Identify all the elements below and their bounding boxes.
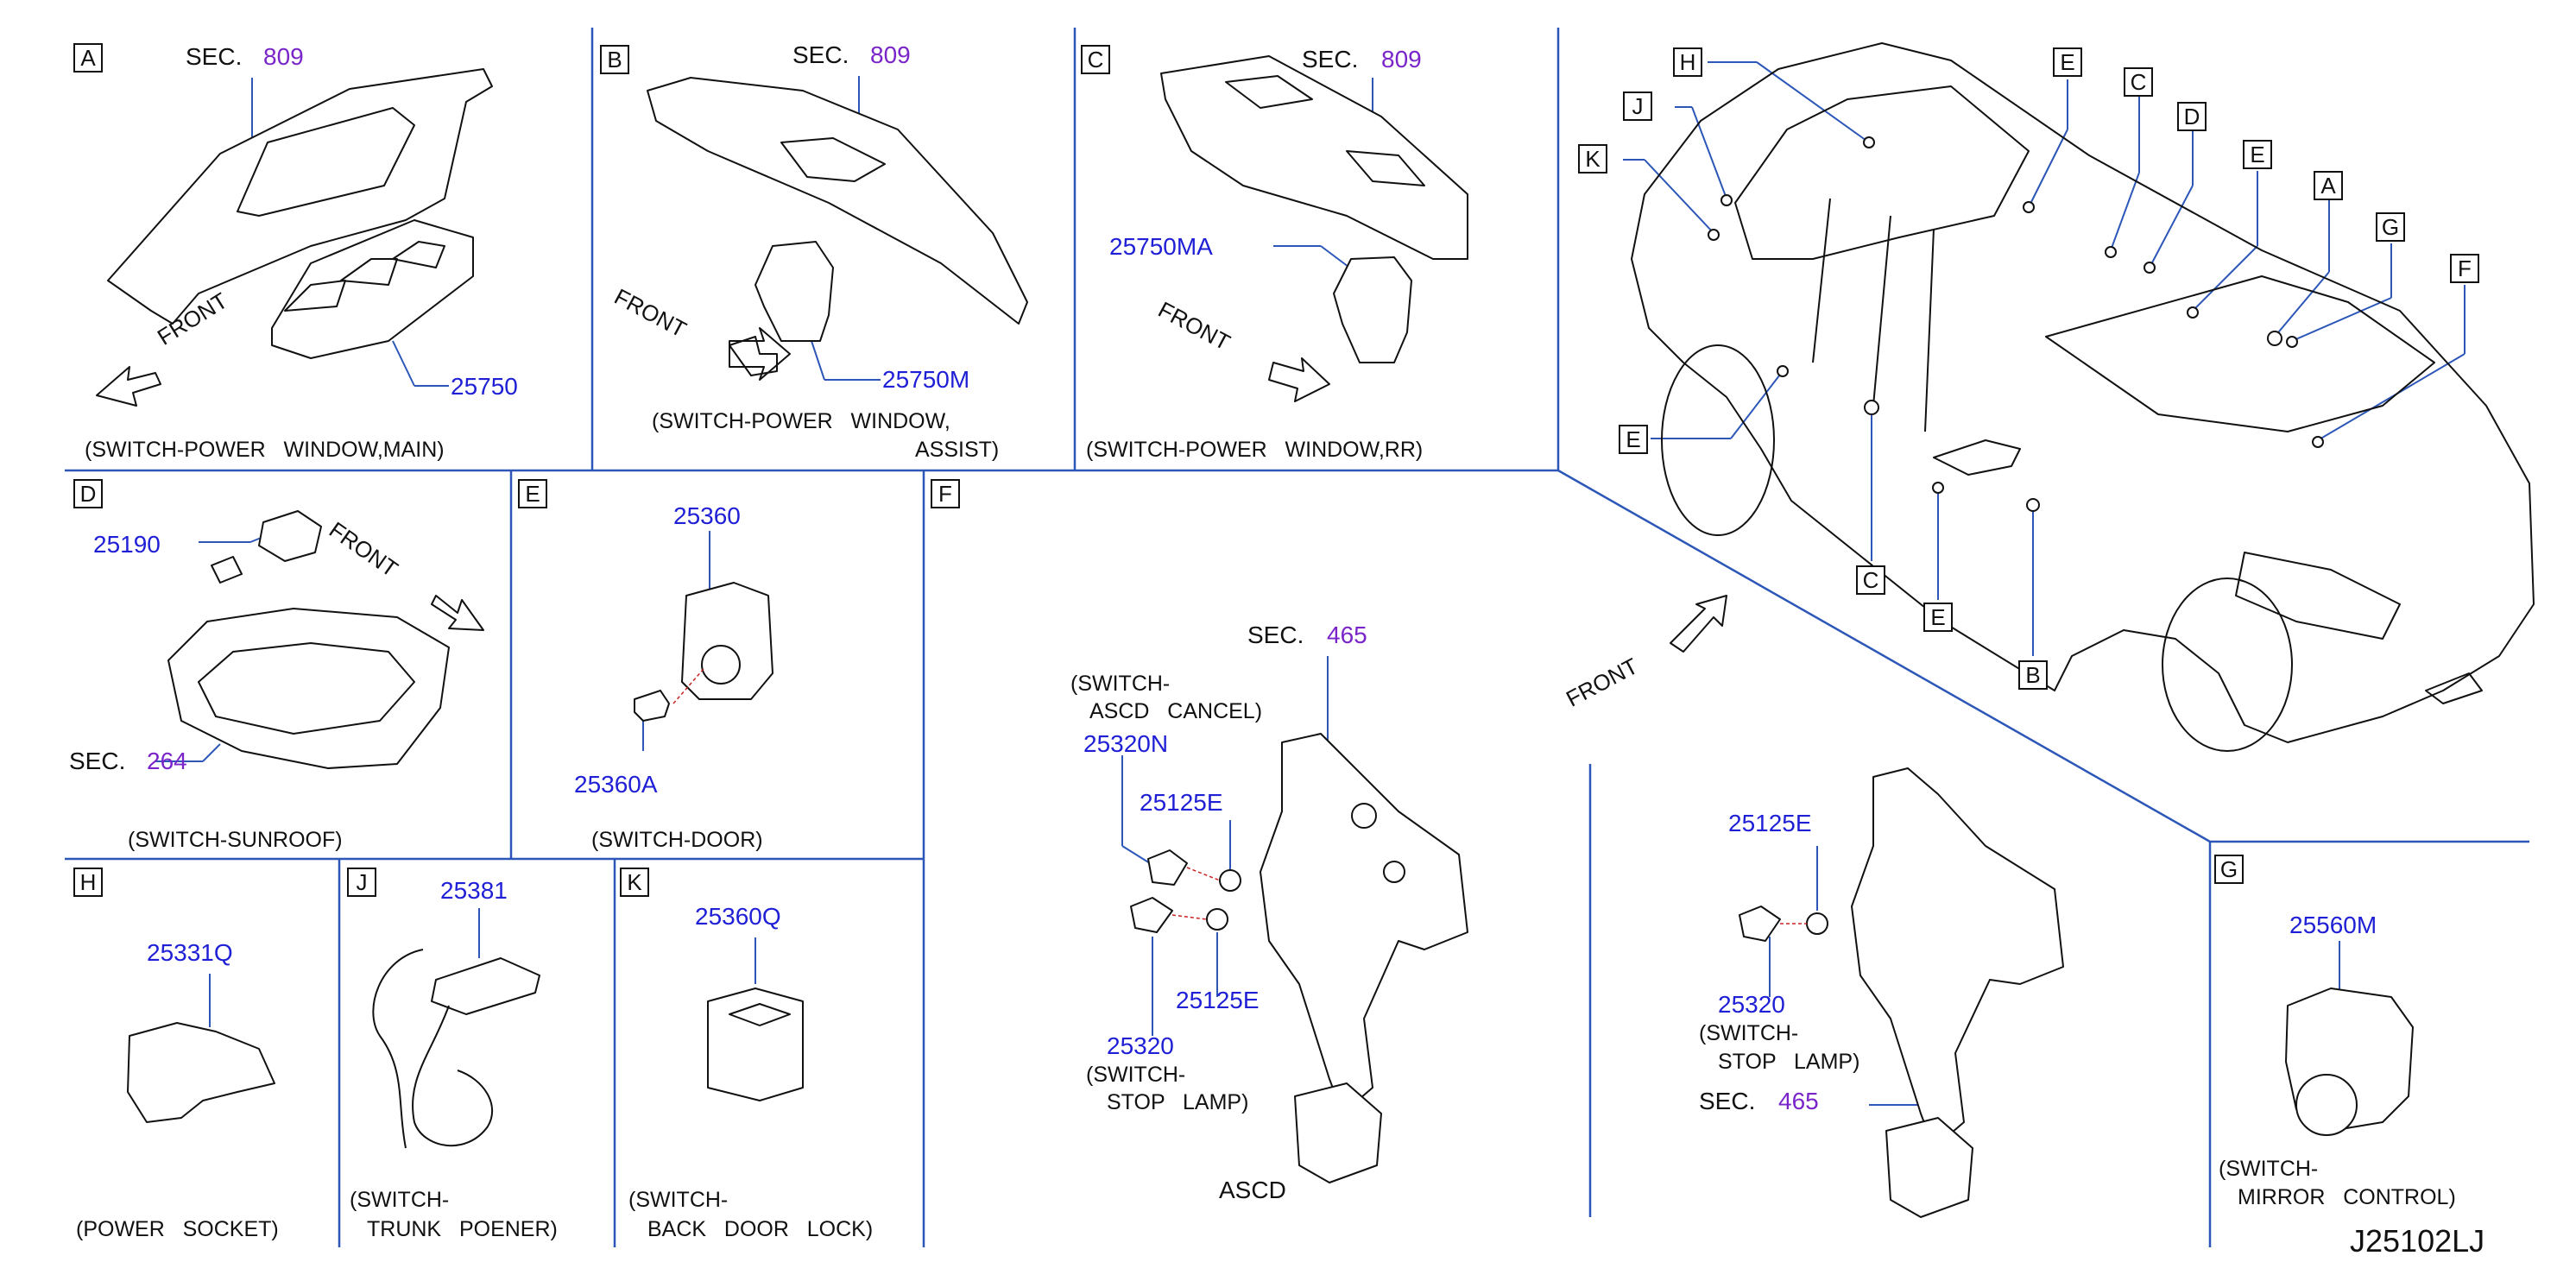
panel-f-nut-part-number-lower: 25125E [1176, 987, 1260, 1013]
panel-dividers [65, 28, 2529, 1247]
panel-g-part-number: 25560M [2289, 912, 2377, 938]
panel-f-right-sec-number: 465 [1778, 1088, 1819, 1114]
panel-k-caption-line2: BACK DOOR LOCK) [647, 1217, 874, 1241]
vehicle-callout-e-door: E [1619, 425, 1648, 454]
panel-a-sec-label: SEC. [186, 43, 243, 70]
panel-j-label: J [347, 868, 376, 897]
panel-a-part-number: 25750 [451, 373, 518, 400]
panel-d-sec-label: SEC. [69, 748, 126, 774]
panel-d-part-number: 25190 [93, 531, 161, 558]
part-illustrations [96, 42, 2535, 1218]
fit-lines [672, 668, 1807, 924]
panel-g-caption-line2: MIRROR CONTROL) [2238, 1185, 2456, 1209]
panel-j-caption-line1: (SWITCH- [350, 1188, 450, 1212]
panel-f-stop-caption-line1: (SWITCH- [1086, 1063, 1186, 1087]
diagram-code: J25102LJ [2350, 1223, 2485, 1259]
panel-c-sec-number: 809 [1381, 46, 1422, 73]
panel-b-caption-line2: ASSIST) [915, 438, 1000, 462]
panel-d-label: D [73, 479, 103, 508]
panel-f-ascd-label: ASCD [1219, 1177, 1286, 1203]
panel-f-right-stop-caption-line2: STOP LAMP) [1718, 1050, 1860, 1074]
panel-c-caption: (SWITCH-POWER WINDOW,RR) [1086, 438, 1424, 462]
panel-f-sec-number: 465 [1327, 622, 1367, 648]
vehicle-callout-h: H [1673, 47, 1702, 77]
panel-h-part-number: 25331Q [147, 939, 233, 966]
panel-g-caption-line1: (SWITCH- [2219, 1157, 2319, 1181]
vehicle-callout-e-pillar: E [1923, 603, 1953, 632]
panel-e-label: E [518, 479, 547, 508]
panel-f-right-stop-part-number: 25320 [1718, 991, 1785, 1018]
vehicle-callout-c-top: C [2124, 67, 2153, 97]
panel-f-nut-part-number-upper: 25125E [1140, 789, 1223, 816]
panel-f-right-nut-part-number: 25125E [1728, 810, 1812, 836]
panel-a-sec-number: 809 [263, 43, 304, 70]
panel-d-caption: (SWITCH-SUNROOF) [128, 828, 343, 852]
panel-f-stop-caption-line2: STOP LAMP) [1107, 1090, 1249, 1114]
vehicle-callout-e-cabin: E [2243, 140, 2272, 169]
panel-b-part-number: 25750M [882, 366, 970, 393]
panel-f-cancel-part-number: 25320N [1083, 730, 1169, 757]
panel-b-caption-line1: (SWITCH-POWER WINDOW, [652, 409, 950, 433]
panel-e-caption: (SWITCH-DOOR) [591, 828, 763, 852]
vehicle-callout-b: B [2018, 660, 2048, 690]
panel-a-label: A [73, 43, 103, 73]
panel-f-sec-label: SEC. [1247, 622, 1304, 648]
panel-c-sec-label: SEC. [1302, 46, 1359, 73]
panel-f-right-stop-caption-line1: (SWITCH- [1699, 1021, 1799, 1045]
vehicle-callout-g: G [2376, 212, 2405, 242]
vehicle-callout-d: D [2177, 102, 2207, 131]
panel-f-label: F [931, 479, 960, 508]
vehicle-callout-a: A [2314, 171, 2343, 200]
vehicle-callout-f: F [2450, 254, 2479, 283]
panel-c-label: C [1081, 45, 1110, 74]
panel-c-part-number: 25750MA [1109, 233, 1213, 260]
panel-e-bolt-part-number: 25360A [574, 771, 658, 798]
panel-f-cancel-caption-line1: (SWITCH- [1070, 672, 1171, 696]
vehicle-callout-k: K [1578, 144, 1607, 174]
panel-k-caption-line1: (SWITCH- [628, 1188, 729, 1212]
panel-f-stop-part-number: 25320 [1107, 1032, 1174, 1059]
panel-h-label: H [73, 868, 103, 897]
panel-b-sec-number: 809 [870, 41, 911, 68]
panel-d-sec-number: 264 [147, 748, 187, 774]
panel-f-cancel-caption-line2: ASCD CANCEL) [1089, 699, 1263, 723]
panel-f-right-sec-label: SEC. [1699, 1088, 1756, 1114]
panel-h-caption: (POWER SOCKET) [76, 1217, 279, 1241]
panel-e-part-number: 25360 [673, 502, 741, 529]
panel-j-part-number: 25381 [440, 877, 508, 904]
panel-j-caption-line2: TRUNK POENER) [367, 1217, 558, 1241]
panel-b-sec-label: SEC. [792, 41, 849, 68]
panel-g-label: G [2214, 855, 2244, 884]
vehicle-callout-c-bottom: C [1856, 565, 1885, 595]
vehicle-callout-e-roof: E [2053, 47, 2082, 77]
panel-b-label: B [600, 45, 629, 74]
vehicle-callout-j: J [1623, 92, 1652, 121]
panel-k-part-number: 25360Q [695, 903, 781, 930]
panel-k-label: K [620, 868, 649, 897]
panel-a-caption: (SWITCH-POWER WINDOW,MAIN) [85, 438, 445, 462]
